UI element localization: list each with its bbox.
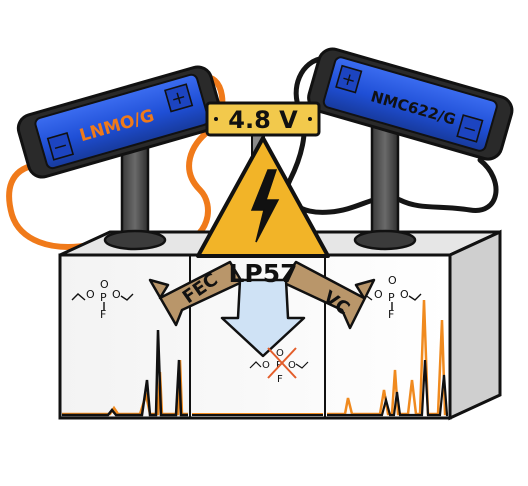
post-right — [353, 116, 417, 251]
svg-text:O: O — [388, 274, 397, 287]
plus-icon: + — [169, 86, 189, 110]
minus-icon: − — [460, 118, 479, 141]
spectrum-left — [62, 329, 188, 417]
svg-text:O: O — [262, 360, 270, 371]
minus-icon: − — [50, 135, 70, 159]
svg-text:O: O — [86, 288, 95, 301]
svg-text:F: F — [100, 308, 106, 321]
lightning-bolt-icon — [250, 169, 280, 243]
svg-text:O: O — [112, 288, 121, 301]
spectrum-middle — [192, 413, 323, 416]
svg-text:O: O — [276, 348, 284, 359]
svg-text:O: O — [400, 288, 409, 301]
svg-text:O: O — [374, 288, 383, 301]
svg-text:P: P — [100, 291, 107, 304]
molecule-crossed: O P O O F — [249, 347, 309, 385]
svg-text:P: P — [388, 291, 395, 304]
arrow-down — [220, 278, 306, 358]
svg-text:F: F — [277, 374, 283, 385]
svg-text:F: F — [388, 308, 394, 321]
warning-sign — [196, 136, 330, 258]
cell-right: NMC622/G + − — [307, 47, 514, 161]
cell-left: LNMO/G + − — [16, 65, 224, 179]
molecule-left: O P O O F — [71, 278, 134, 321]
spectrum-right — [327, 299, 449, 417]
svg-text:O: O — [100, 278, 109, 291]
voltage-label: 4.8 V — [228, 106, 298, 134]
svg-text:O: O — [288, 360, 296, 371]
electrolyte-label: LP57 — [228, 259, 297, 288]
plus-icon: + — [339, 69, 358, 92]
